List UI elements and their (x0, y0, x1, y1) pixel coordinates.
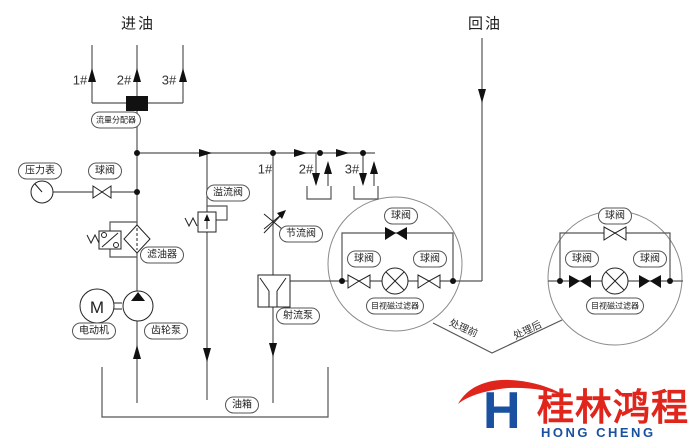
ball-valve-symbol (92, 185, 112, 199)
manifold-point-3: 3# (344, 161, 360, 177)
logo-monogram: H (483, 382, 521, 440)
return-label: 回油 (467, 15, 503, 33)
logo-name-cn: 桂林鸿程 (537, 387, 689, 428)
throttle-valve-symbol (263, 210, 286, 234)
coupling-symbol (114, 302, 122, 310)
gear-pump-symbol (122, 290, 154, 322)
before-filter-label: 目视磁过滤器 (366, 297, 424, 315)
after-filter-label: 目视磁过滤器 (586, 297, 644, 315)
feed-point-2: 2# (116, 72, 132, 88)
flow-distributor-symbol (126, 96, 148, 111)
after-right-valve-label: 球阀 (633, 250, 667, 268)
logo-swoosh-icon (458, 379, 567, 404)
jet-pump-label: 射流泵 (276, 307, 320, 325)
motor-symbol: M (79, 288, 115, 324)
junction-dots (134, 150, 673, 284)
after-left-valve-label: 球阀 (565, 250, 599, 268)
pipe-lines (53, 38, 683, 418)
relief-valve-label: 溢流阀 (206, 184, 250, 202)
jet-pump-symbol (257, 274, 291, 308)
before-left-valve-label: 球阀 (347, 250, 381, 268)
gear-pump-label: 齿轮泵 (144, 322, 188, 340)
relief-valve-symbol (184, 211, 217, 233)
magnetic-filter-after (569, 226, 661, 295)
oil-filter-label: 滤油器 (140, 246, 184, 264)
oil-filter-symbol (86, 224, 151, 254)
pressure-gauge-symbol (30, 180, 54, 204)
logo-name-en: HONG CHENG (541, 425, 656, 440)
before-right-valve-label: 球阀 (413, 250, 447, 268)
detail-circle-before (327, 196, 463, 332)
after-top-valve-label: 球阀 (598, 207, 632, 225)
pressure-gauge-label: 压力表 (18, 162, 62, 180)
flow-distributor-label: 流量分配器 (91, 111, 141, 129)
oil-tank-label: 油箱 (225, 396, 259, 414)
feed-point-1: 1# (72, 72, 88, 88)
throttle-valve-label: 节流阀 (279, 225, 323, 243)
inlet-label: 进油 (120, 15, 156, 33)
ball-valve-label: 球阀 (88, 162, 122, 180)
magnetic-filter-before (347, 227, 441, 295)
manifold-point-1: 1# (257, 161, 273, 177)
feed-point-3: 3# (161, 72, 177, 88)
motor-label: 电动机 (72, 322, 116, 340)
before-top-valve-label: 球阀 (384, 207, 418, 225)
spring-icon (184, 216, 198, 228)
flow-arrows (88, 68, 486, 362)
motor-letter: M (90, 298, 104, 317)
manifold-point-2: 2# (298, 161, 314, 177)
spring-icon (86, 233, 100, 245)
